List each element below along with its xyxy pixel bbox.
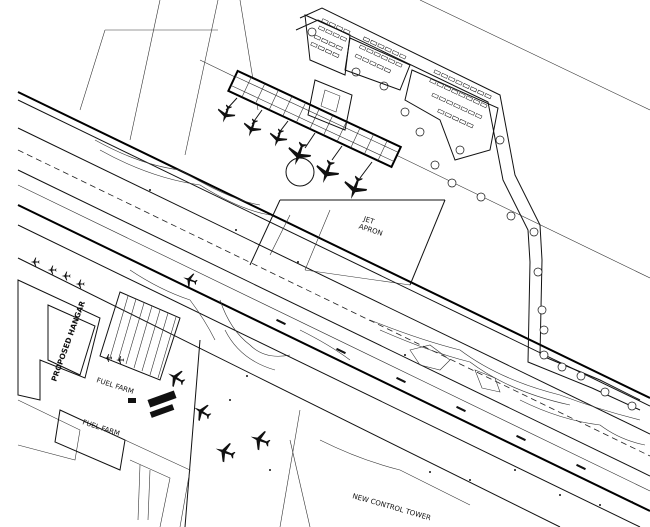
parking-lot-left [304,14,351,76]
parking-lot-center [344,36,411,91]
boundary-lines [79,0,446,527]
parking-lot-right [404,69,499,161]
jet-apron-label-line1: JET [361,215,375,226]
hangar-outline [17,279,191,527]
fuel-farm-label-1: FUEL FARM [95,376,134,396]
tree-row [307,27,637,411]
terminal-building [227,69,403,187]
fuel-farm-equipment [128,390,177,418]
new-control-tower-label: NEW CONTROL TOWER [351,492,431,522]
runway-bands [17,0,650,527]
runway-centerline-marks [276,318,586,471]
aircraft-on-field [30,257,273,465]
access-road [295,7,641,411]
grading-contours [94,139,646,506]
survey-points [149,189,633,506]
hangar-hatch-area [99,291,181,381]
fuel-farm-label-2: FUEL FARM [81,418,120,438]
